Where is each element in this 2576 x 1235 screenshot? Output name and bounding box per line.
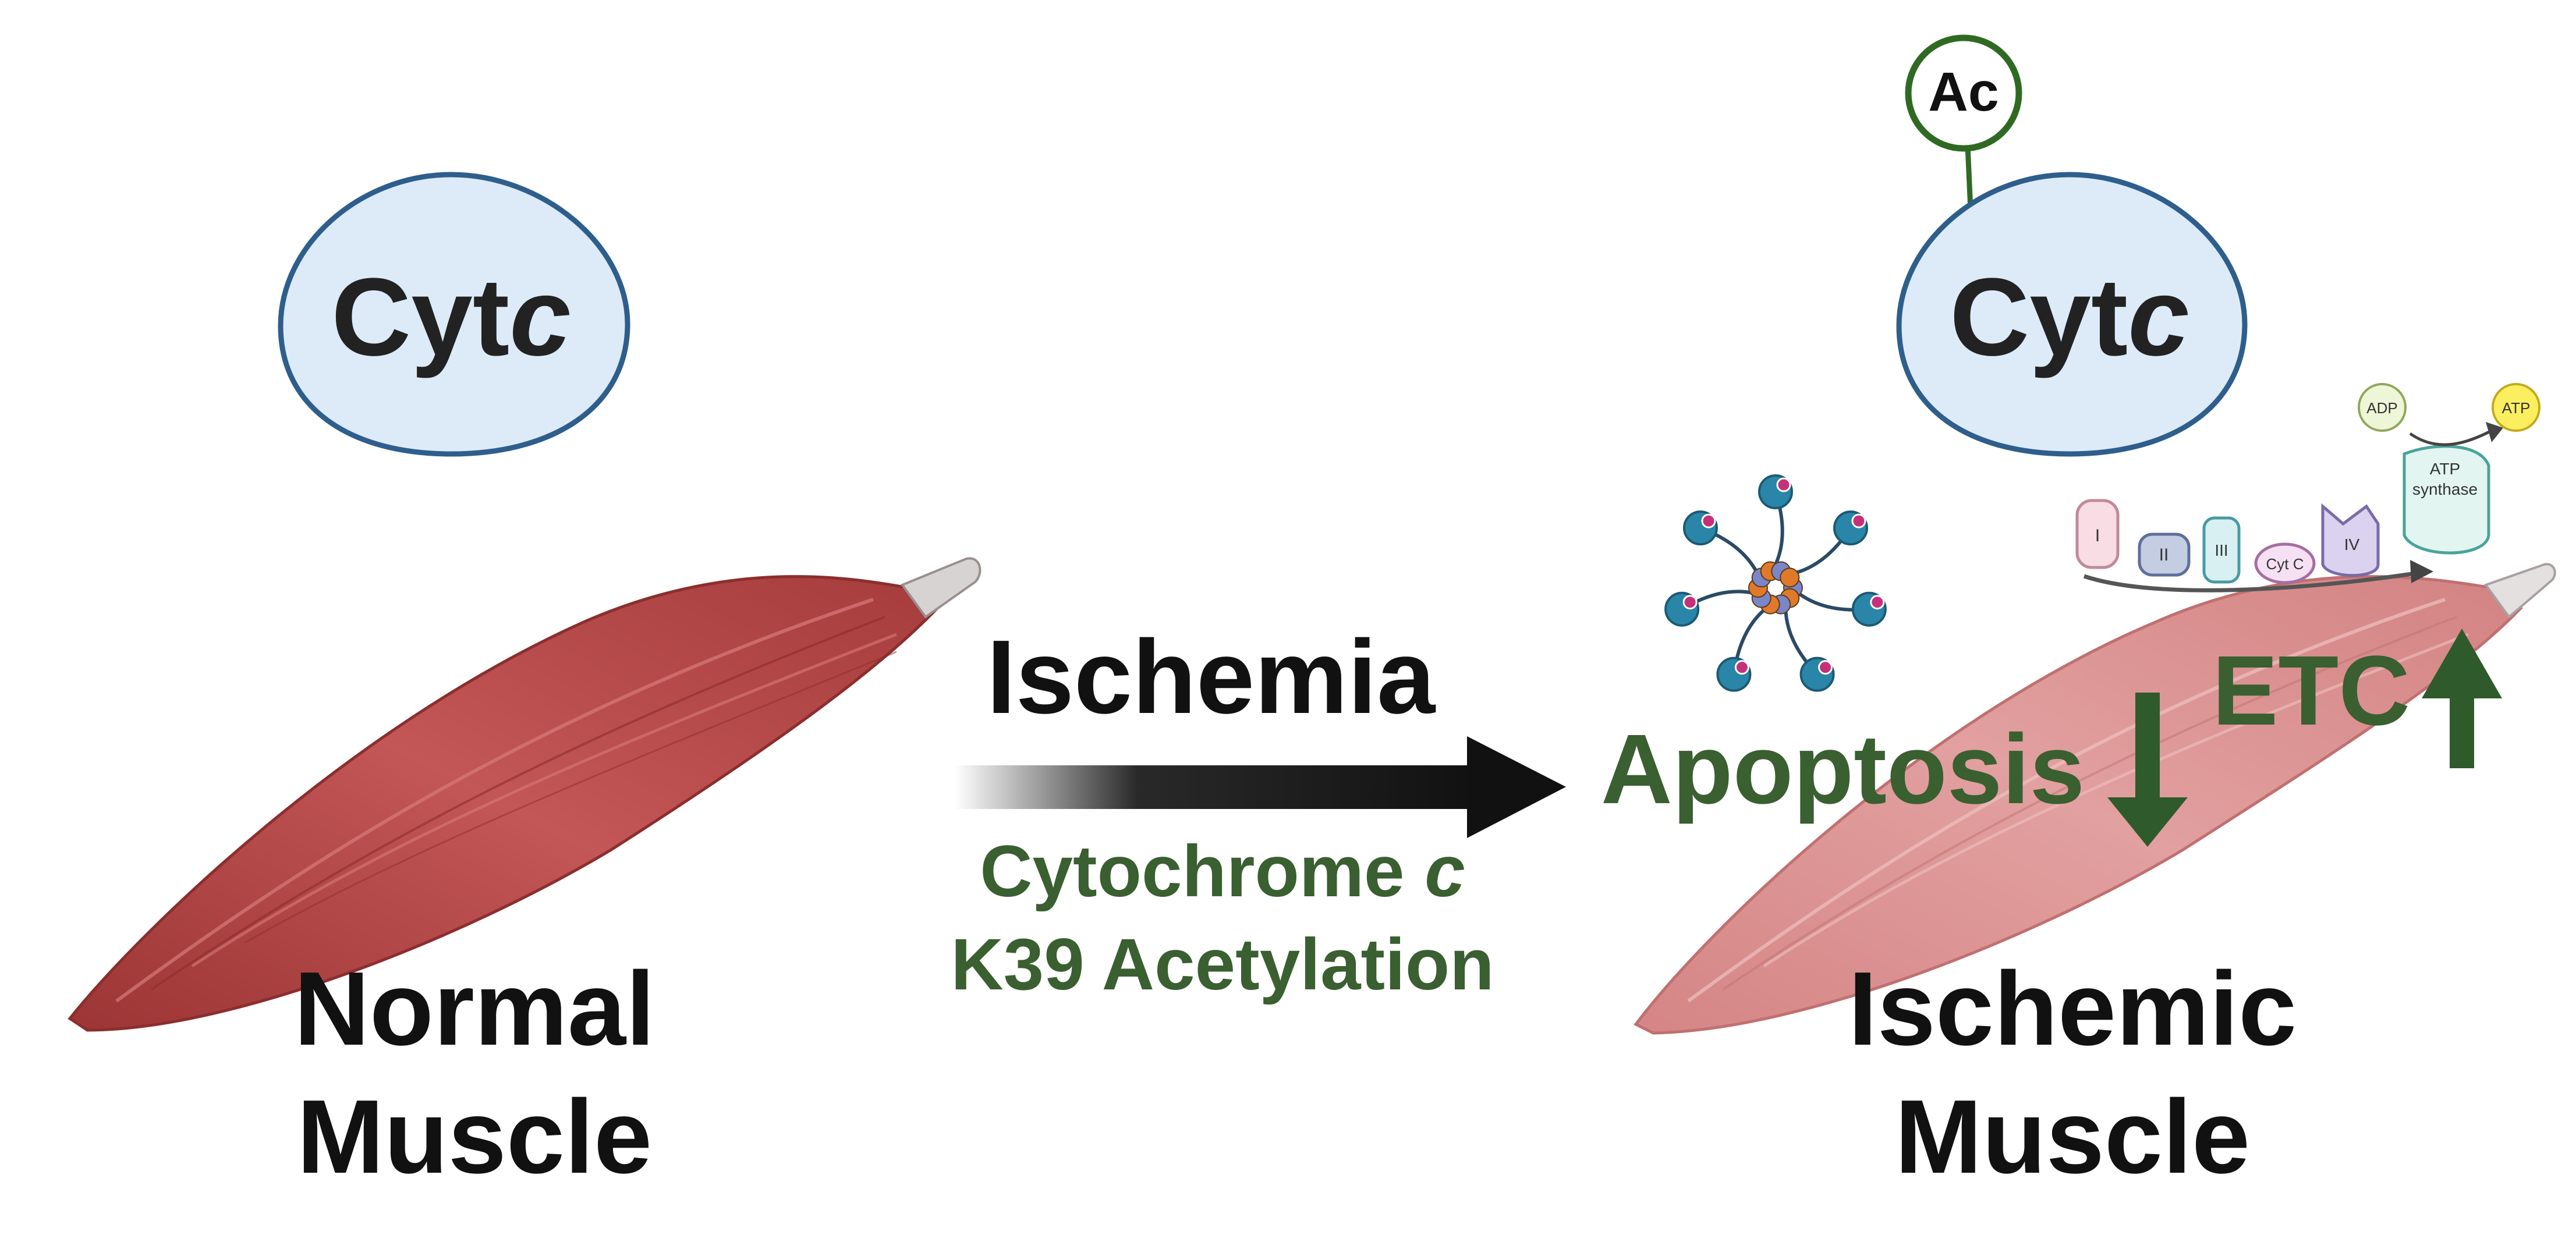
complex-i: I <box>2075 499 2120 569</box>
ischemic-label-line1: Ischemic <box>1848 950 2297 1067</box>
right-cytc-bubble: Cytc <box>1896 172 2248 457</box>
atp-synthase: ATP synthase <box>2403 445 2490 555</box>
acetyl-tag: Ac <box>1905 34 2022 210</box>
up-arrow-icon <box>2422 629 2502 768</box>
cytc-dot <box>1734 660 1749 675</box>
svg-text:ATP: ATP <box>2430 460 2460 478</box>
normal-label-line2: Muscle <box>297 1078 652 1195</box>
apoptosome-icon <box>1664 474 1887 692</box>
svg-text:ADP: ADP <box>2366 399 2397 417</box>
svg-text:I: I <box>2095 526 2100 545</box>
normal-muscle-icon <box>68 557 981 1032</box>
cytc-dot <box>1682 595 1698 610</box>
acetyl-tag-label: Ac <box>1928 61 1999 123</box>
etc-label: ETC <box>2212 636 2410 746</box>
cytc-dot <box>1776 477 1791 492</box>
left-cytc-bubble: Cytc <box>278 172 630 457</box>
cytc-dot <box>1870 595 1885 610</box>
adp-atp-conversion: ADP ATP <box>2358 383 2540 446</box>
ischemic-label-line2: Muscle <box>1895 1078 2250 1195</box>
k39-acetylation-label: K39 Acetylation <box>951 924 1494 1005</box>
complex-iv: IV <box>2321 503 2380 577</box>
apoptosis-label: Apoptosis <box>1601 714 2085 825</box>
cytc-dot <box>1818 660 1833 675</box>
svg-text:synthase: synthase <box>2412 480 2478 498</box>
apoptosome-hub <box>1780 567 1800 588</box>
normal-label-line1: Normal <box>294 950 655 1067</box>
right-arrow-icon <box>955 736 1566 838</box>
cytc-dot <box>1851 513 1866 528</box>
complex-iii: III <box>2202 516 2241 584</box>
svg-text:II: II <box>2159 545 2169 565</box>
complex-ii: II <box>2138 533 2191 577</box>
svg-text:Cyt C: Cyt C <box>2266 555 2304 573</box>
etc-chain-icon: I II III Cyt C IV ATP synthase ADP <box>2075 383 2540 592</box>
down-arrow-icon <box>2107 693 2188 847</box>
cytochrome-c-label: Cytochrome c <box>980 831 1465 912</box>
right-cytc-label: Cytc <box>1950 255 2189 379</box>
ischemia-title: Ischemia <box>987 619 1436 736</box>
svg-text:ATP: ATP <box>2502 399 2531 417</box>
left-cytc-label: Cytc <box>331 255 571 379</box>
ischemic-muscle-icon <box>1634 563 2556 1035</box>
cytc-dot <box>1701 513 1716 528</box>
complex-cytc: Cyt C <box>2254 542 2316 584</box>
svg-text:IV: IV <box>2344 535 2360 553</box>
svg-text:III: III <box>2214 541 2228 559</box>
